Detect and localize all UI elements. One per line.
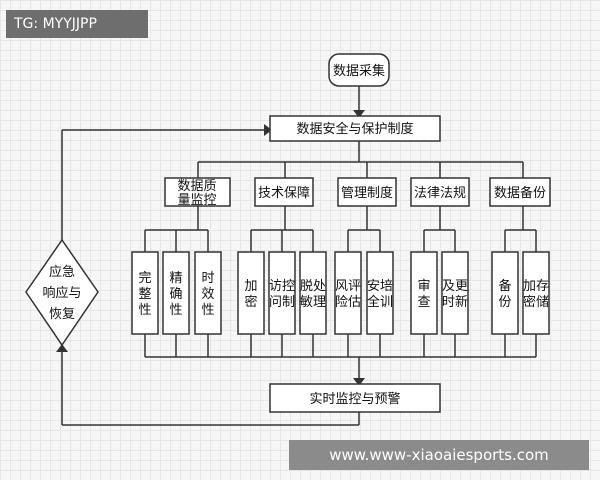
leaf-label-char: 培	[380, 278, 393, 294]
leaf-label-char: 理	[313, 295, 326, 310]
leaf-node: 加密	[237, 251, 265, 335]
leaf-label-char: 制	[282, 295, 295, 310]
leaf-label-char: 及	[442, 279, 455, 294]
leaf-label-char: 更	[455, 279, 468, 294]
leaf-label-char: 效	[201, 287, 214, 302]
tg-watermark: TG: MYYJJPP	[6, 10, 148, 38]
leaf-label-char: 敏	[300, 295, 313, 310]
leaf-label-char: 估	[348, 295, 361, 310]
leaf-label-char: 时	[201, 271, 214, 286]
leaf-label-char: 查	[417, 295, 430, 310]
category-management: 管理制度	[337, 177, 397, 207]
emergency-label-line-3: 恢复	[49, 307, 75, 322]
category-quality-label-2: 量监控	[177, 193, 216, 208]
emergency-diamond: 应急 响应与 恢复	[25, 238, 99, 347]
category-quality: 数据质 量监控	[164, 177, 231, 208]
leaf-label-char: 评	[348, 279, 361, 294]
leaf-label-char: 备	[498, 278, 511, 294]
leaf-node: 时效性	[194, 251, 222, 335]
leaf-box	[299, 251, 327, 335]
leaf-label-char: 控	[282, 279, 295, 294]
leaf-box	[268, 251, 296, 335]
leaf-box	[366, 251, 394, 335]
leaf-label-char: 完	[138, 271, 151, 286]
leaf-label-char: 性	[169, 303, 182, 318]
category-tech-label: 技术保障	[258, 186, 310, 201]
leaf-label-char: 性	[138, 303, 151, 318]
leaf-label-char: 访	[269, 279, 282, 294]
start-label: 数据采集	[333, 63, 385, 79]
connectors	[61, 86, 537, 426]
leaf-label-char: 险	[335, 295, 348, 310]
leaf-label-char: 新	[455, 294, 468, 310]
leaf-label-char: 整	[138, 287, 151, 302]
leaf-label-char: 安	[367, 279, 380, 294]
leaf-box	[441, 251, 469, 335]
leaf-label-char: 全	[367, 294, 380, 310]
leaf-label-char: 问	[269, 295, 282, 310]
leaf-label-char: 风	[335, 279, 348, 294]
policy-label: 数据安全与保护制度	[296, 121, 413, 137]
leaf-label-char: 储	[536, 295, 549, 310]
leaf-label-char: 密	[244, 294, 257, 310]
leaf-label-char: 训	[380, 295, 393, 310]
leaf-box	[194, 251, 222, 335]
monitor-node: 实时监控与预警	[269, 383, 441, 413]
leaf-box	[410, 251, 438, 335]
policy-node: 数据安全与保护制度	[269, 115, 441, 142]
leaf-box	[522, 251, 550, 335]
leaf-label-char: 精	[169, 271, 182, 286]
leaf-label-char: 性	[201, 303, 214, 318]
category-backup: 数据备份	[489, 177, 551, 207]
leaf-label-char: 审	[417, 279, 430, 294]
leaf-box	[131, 251, 159, 335]
category-law: 法律法规	[410, 177, 470, 207]
leaf-box	[237, 251, 265, 335]
leaf-label-char: 时	[442, 295, 455, 310]
arrowheads	[56, 110, 365, 386]
leaf-node: 精确性	[162, 251, 190, 335]
leaf-label-char: 加	[244, 279, 257, 294]
leaf-label-char: 份	[498, 295, 511, 310]
leaf-node: 完整性	[131, 251, 159, 335]
leaf-box	[162, 251, 190, 335]
category-law-label: 法律法规	[414, 186, 466, 201]
emergency-label-line-2: 响应与	[42, 285, 81, 301]
category-quality-label-1: 数据质	[177, 179, 216, 194]
category-tech: 技术保障	[254, 177, 314, 207]
leaf-label-char: 加	[523, 279, 536, 294]
emergency-label-line-1: 应急	[49, 264, 75, 280]
leaf-label-char: 存	[536, 279, 549, 294]
leaf-node: 备份	[491, 251, 519, 335]
category-backup-label: 数据备份	[494, 185, 546, 201]
leaf-label-char: 处	[313, 279, 326, 294]
leaf-label-char: 密	[523, 294, 536, 310]
leaf-label-char: 确	[169, 287, 182, 302]
start-node: 数据采集	[328, 53, 390, 87]
url-watermark: www.www-xiaoaiesports.com	[289, 440, 589, 470]
monitor-label: 实时监控与预警	[309, 391, 400, 407]
leaf-box	[334, 251, 362, 335]
leaf-box	[491, 251, 519, 335]
category-management-label: 管理制度	[341, 185, 393, 201]
leaf-node: 审查	[410, 251, 438, 335]
leaf-label-char: 脱	[300, 279, 313, 294]
